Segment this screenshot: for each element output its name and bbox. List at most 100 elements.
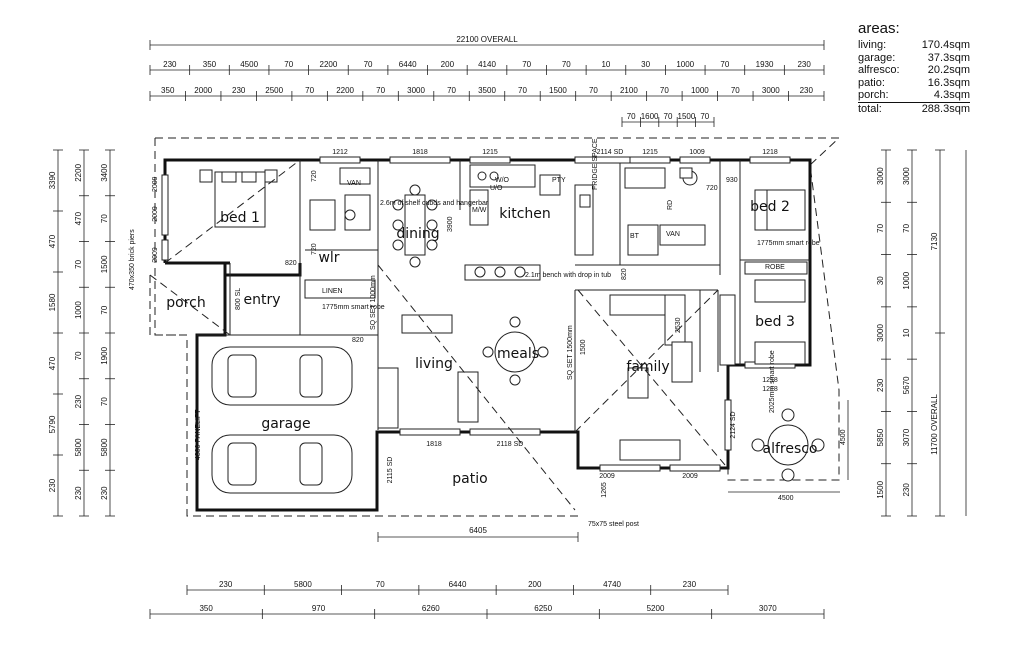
dim-label: 70 <box>518 86 527 95</box>
room-bed-1: bed 1 <box>220 210 260 226</box>
room-labels: bed 1 wlr dining kitchen bed 2 porch ent… <box>166 199 817 487</box>
eave-outline <box>155 137 841 481</box>
dim-label: 1500 <box>549 86 567 95</box>
note-930: 930 <box>726 177 738 184</box>
dim-label: 2100 <box>620 86 638 95</box>
area-row: total:288.3sqm <box>858 101 970 116</box>
dim-label: 1000 <box>74 301 83 319</box>
dim-label: 6260 <box>422 604 440 613</box>
dim-label: 5790 <box>48 415 57 433</box>
bathroom-fixtures <box>624 167 706 256</box>
dim-label: 70 <box>284 60 293 69</box>
dim-label: 230 <box>902 483 911 497</box>
area-label: garage: <box>858 51 896 64</box>
room-patio: patio <box>452 471 487 487</box>
note-robe-bed2: 1775mm smart robe <box>757 240 820 247</box>
dim-label: 970 <box>312 604 326 613</box>
room-living: living <box>415 356 453 372</box>
top-dimension-lines: 22100 OVERALL <box>149 35 825 123</box>
dim-label: 70 <box>364 60 373 69</box>
garage-cars <box>211 346 353 494</box>
dim-label: 70 <box>305 86 314 95</box>
dim-label: 200 <box>528 580 542 589</box>
living-furniture <box>377 264 576 511</box>
note-720-a: 720 <box>311 170 318 182</box>
room-entry: entry <box>243 292 280 308</box>
window-dim-label: 2114 SD <box>597 149 624 156</box>
note-van-1: VAN <box>347 180 361 187</box>
family-furniture <box>574 289 726 466</box>
note-720-b: 720 <box>311 243 318 255</box>
area-row: living:170.4sqm <box>858 39 970 52</box>
area-label: alfresco: <box>858 64 900 76</box>
plan-notes: 1775mm smart robe LINEN 2.6m of shelf cu… <box>129 138 847 502</box>
note-van-2: VAN <box>666 231 680 238</box>
dim-label: 1000 <box>676 60 694 69</box>
window-dim-label: 1215 <box>482 149 498 156</box>
dim-label: 70 <box>447 86 456 95</box>
dim-label: 230 <box>800 86 814 95</box>
dim-label: 230 <box>232 86 246 95</box>
area-label: living: <box>858 39 887 51</box>
dim-label: 230 <box>876 378 885 392</box>
window-dim-label: 1818 <box>426 441 442 448</box>
note-820-c: 820 <box>621 268 628 280</box>
room-family: family <box>626 359 669 375</box>
dim-label: 3000 <box>902 167 911 185</box>
internal-walls <box>197 160 810 432</box>
dim-label: 2500 <box>265 86 283 95</box>
dim-label: 470 <box>48 234 57 248</box>
dim-label: 4740 <box>603 580 621 589</box>
note-2009: 2009 <box>152 176 159 192</box>
dim-label: 2200 <box>74 163 83 181</box>
dim-label: 70 <box>100 397 109 406</box>
window-dim-label: 1215 <box>642 149 658 156</box>
dim-label: 5800 <box>100 438 109 456</box>
dim-label: 3070 <box>902 428 911 446</box>
bottom-dimension-lines: 6405 75x75 steel post <box>150 521 824 615</box>
room-dining: dining <box>396 226 439 242</box>
dim-label: 230 <box>683 580 697 589</box>
window-dim-label: 2118 SD <box>497 441 524 448</box>
note-linen: LINEN <box>322 288 343 295</box>
window-dim-label: 1265 <box>601 482 608 498</box>
dim-label: 11700 OVERALL <box>930 394 939 455</box>
area-value: 20.2sqm <box>927 64 970 76</box>
dim-label: 1600 <box>641 112 659 121</box>
kitchen-fixtures <box>464 164 594 281</box>
dim-label: 5850 <box>876 428 885 446</box>
dim-label: 230 <box>48 478 57 492</box>
alfresco-table <box>728 400 849 493</box>
area-value: 4.3sqm <box>933 89 970 101</box>
dim-label: 230 <box>163 60 177 69</box>
room-bed-2: bed 2 <box>750 199 790 215</box>
dim-label: 70 <box>589 86 598 95</box>
note-820-b: 820 <box>352 337 364 344</box>
meals-table <box>482 316 549 386</box>
dim-overall-width: 22100 OVERALL <box>456 35 518 44</box>
window-dim-label: 1212 <box>332 149 348 156</box>
dim-label: 1580 <box>48 293 57 311</box>
dim-label: 70 <box>664 112 673 121</box>
dim-label: 30 <box>876 276 885 285</box>
note-uo: U/O <box>490 185 503 192</box>
porch-area <box>149 274 231 336</box>
note-3900: 3900 <box>447 216 454 232</box>
dim-label: 70 <box>376 86 385 95</box>
note-bench: 2.1m bench with drop in tub <box>525 272 611 279</box>
dim-label: 230 <box>219 580 233 589</box>
dim-label: 1900 <box>100 346 109 364</box>
note-800-sl: 800 SL <box>235 288 242 310</box>
dim-label: 5200 <box>647 604 665 613</box>
area-row: alfresco: 20.2sqm <box>858 64 970 77</box>
dim-label: 70 <box>74 351 83 360</box>
note-robe-bed1: 1775mm smart robe <box>322 304 385 311</box>
note-bt: BT <box>630 233 640 240</box>
window-dim-label: 2009 <box>152 247 159 263</box>
